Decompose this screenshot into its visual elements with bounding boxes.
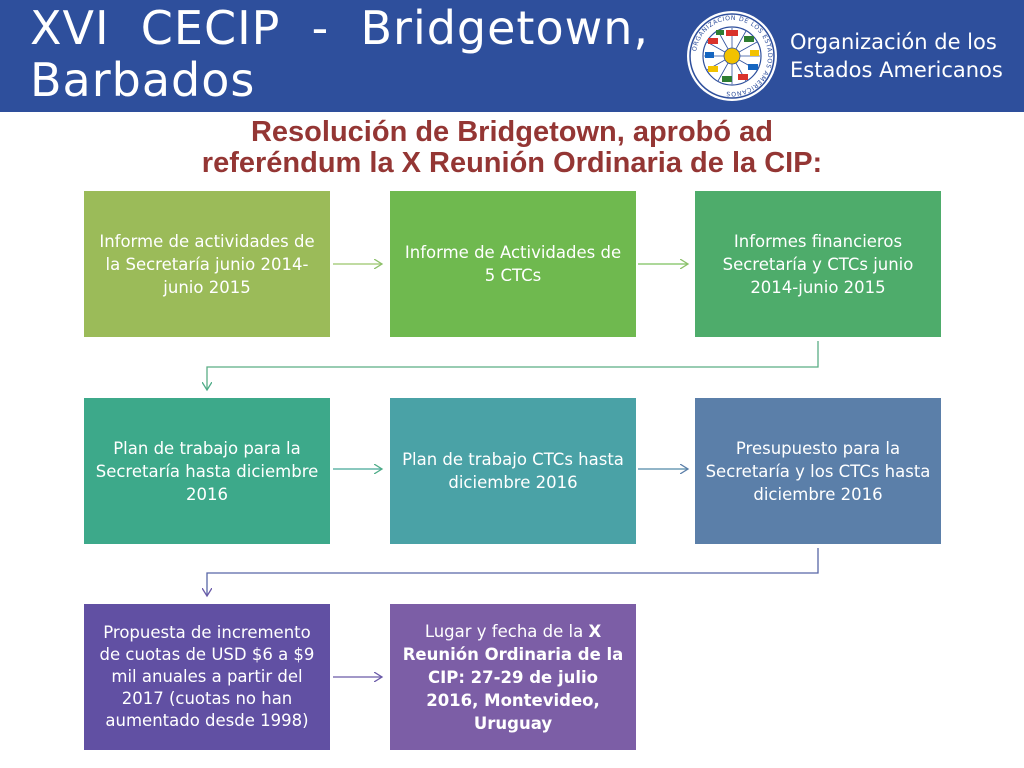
slide-title: XVI CECIP - Bridgetown, Barbados [30, 2, 649, 106]
organization-name: Organización de los Estados Americanos [790, 28, 1003, 84]
slide-title-line-2: Barbados [30, 53, 256, 107]
box-informe-actividades-secretaria-text: Informe de actividades de la Secretaría … [99, 231, 315, 297]
box-lugar-fecha-reunion: Lugar y fecha de la X Reunión Ordinaria … [390, 604, 636, 750]
arrow-box6-to-box7 [207, 548, 819, 596]
header-banner: XVI CECIP - Bridgetown, Barbados ORGANI [0, 0, 1024, 112]
resolution-heading-line-2: referéndum la X Reunión Ordinaria de la … [201, 147, 823, 179]
arrow-box3-to-box4 [207, 341, 819, 390]
organization-name-line-1: Organización de los [790, 30, 997, 54]
box-presupuesto: Presupuesto para la Secretaría y los CTC… [695, 398, 941, 544]
box-lugar-fecha-reunion-text: Lugar y fecha de la X Reunión Ordinaria … [400, 620, 626, 735]
resolution-heading-line-1: Resolución de Bridgetown, aprobó ad [250, 116, 774, 148]
box-informe-actividades-ctcs-text: Informe de Actividades de 5 CTCs [404, 243, 622, 285]
box-plan-trabajo-secretaria: Plan de trabajo para la Secretaría hasta… [84, 398, 330, 544]
slide-title-line-1: XVI CECIP - Bridgetown, [30, 1, 650, 55]
box-propuesta-incremento-cuotas: Propuesta de incremento de cuotas de USD… [84, 604, 330, 750]
box-plan-trabajo-secretaria-text: Plan de trabajo para la Secretaría hasta… [95, 438, 319, 504]
oas-seal-logo: ORGANIZACION DE LOS ESTADOS AMERICANOS [687, 11, 777, 101]
resolution-heading: Resolución de Bridgetown, aprobó ad refe… [0, 117, 1024, 179]
box-informes-financieros: Informes financieros Secretaría y CTCs j… [695, 191, 941, 337]
box-informe-actividades-ctcs: Informe de Actividades de 5 CTCs [390, 191, 636, 337]
box-plan-trabajo-ctcs: Plan de trabajo CTCs hasta diciembre 201… [390, 398, 636, 544]
box-plan-trabajo-ctcs-text: Plan de trabajo CTCs hasta diciembre 201… [402, 450, 624, 492]
box-presupuesto-text: Presupuesto para la Secretaría y los CTC… [705, 438, 931, 504]
box-lugar-fecha-reunion-plain: Lugar y fecha de la [424, 621, 589, 641]
box-lugar-fecha-reunion-bold: X Reunión Ordinaria de la CIP: 27-29 de … [402, 621, 624, 733]
box-informes-financieros-text: Informes financieros Secretaría y CTCs j… [722, 231, 914, 297]
organization-name-line-2: Estados Americanos [790, 58, 1003, 82]
box-informe-actividades-secretaria: Informe de actividades de la Secretaría … [84, 191, 330, 337]
box-propuesta-incremento-cuotas-text: Propuesta de incremento de cuotas de USD… [99, 623, 315, 730]
